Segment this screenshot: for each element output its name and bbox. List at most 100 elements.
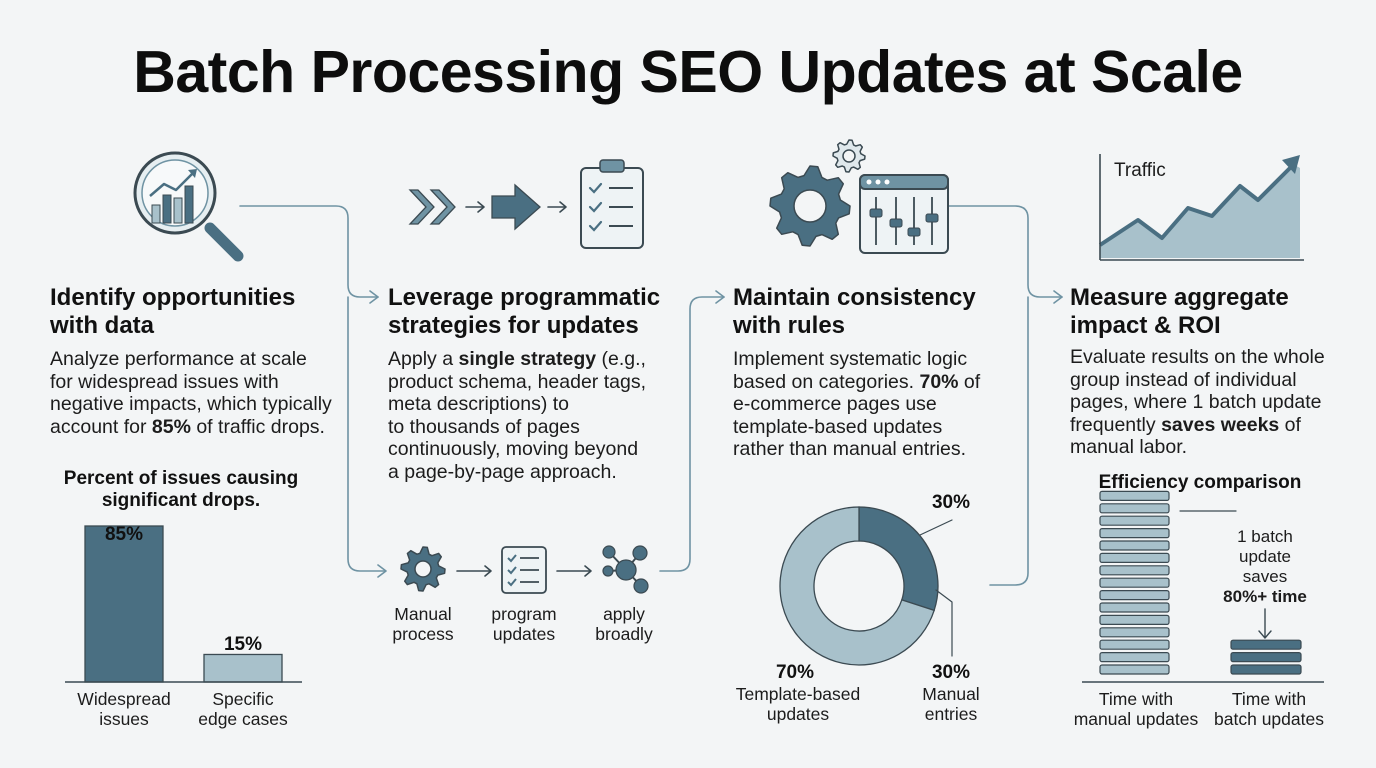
efficiency-stack-bar bbox=[1099, 565, 1170, 576]
efficiency-stack-bar bbox=[1230, 639, 1302, 650]
body-text: group instead of individual bbox=[1070, 368, 1297, 391]
efficiency-stack-bar bbox=[1099, 602, 1170, 613]
efficiency-stack-chart bbox=[1082, 490, 1324, 683]
efficiency-stack-bar bbox=[1099, 540, 1170, 551]
check-icon bbox=[588, 201, 603, 213]
step-3-heading-line-1: Maintain consistency bbox=[733, 284, 976, 311]
efficiency-annotation-line-3: saves bbox=[1242, 567, 1288, 586]
issues-chart-title: Percent of issues causing significant dr… bbox=[50, 468, 312, 512]
efficiency-stack-bar bbox=[1230, 664, 1302, 675]
mini-bar bbox=[162, 194, 172, 224]
flow-arrow-icon bbox=[456, 565, 492, 577]
body-line: for widespread issues with bbox=[50, 371, 360, 394]
mini-bar bbox=[173, 197, 183, 224]
small-gear-icon bbox=[832, 139, 866, 173]
efficiency-stack-bar bbox=[1099, 503, 1170, 514]
body-line: based on categories. 70% of bbox=[733, 371, 1033, 394]
step-3-heading: Maintain consistency with rules bbox=[733, 284, 1033, 340]
step-4-heading-line-2: impact & ROI bbox=[1070, 312, 1221, 339]
donut-manual-label-line-2: entries bbox=[924, 704, 978, 724]
body-text: product schema, header tags, bbox=[388, 370, 646, 393]
page-title: Batch Processing SEO Updates at Scale bbox=[133, 39, 1243, 105]
panel-dot bbox=[884, 179, 890, 185]
connector-arrowhead bbox=[369, 290, 379, 304]
body-text: (e.g., bbox=[596, 348, 646, 370]
template-donut-chart bbox=[779, 506, 953, 666]
efficiency-category-manual-line-2: manual updates bbox=[1073, 709, 1199, 729]
body-text: based on categories. bbox=[733, 370, 920, 393]
body-line: manual labor. bbox=[1070, 436, 1370, 459]
big-arrow-icon bbox=[491, 183, 541, 231]
donut-leader-line bbox=[935, 589, 953, 657]
body-text: a page-by-page approach. bbox=[388, 460, 617, 483]
flow-label-program-updates-line-2: updates bbox=[492, 624, 556, 644]
step-2-heading: Leverage programmatic strategies for upd… bbox=[388, 284, 688, 340]
donut-leader-line bbox=[919, 519, 953, 536]
body-line: rather than manual entries. bbox=[733, 438, 1033, 461]
body-text: continuously, moving beyond bbox=[388, 438, 639, 460]
arrows-checklist-icon bbox=[408, 159, 644, 249]
issues-chart-title-line-1: Percent of issues causing bbox=[63, 468, 299, 489]
donut-manual-label-line-1: Manual bbox=[922, 684, 980, 704]
magnifier-handle bbox=[204, 222, 244, 262]
donut-template-label: Template-based updates bbox=[718, 684, 878, 724]
gear-hole bbox=[414, 560, 432, 578]
gear-hole bbox=[793, 189, 827, 223]
body-line: a page-by-page approach. bbox=[388, 461, 688, 484]
body-text: of bbox=[1279, 413, 1301, 436]
check-icon bbox=[588, 182, 603, 194]
body-line: Evaluate results on the whole bbox=[1070, 346, 1370, 369]
body-text: Analyze performance at scale bbox=[50, 348, 307, 370]
bar-category-widespread-line-1: Widespread bbox=[77, 689, 171, 709]
efficiency-annotation-line-2: update bbox=[1239, 547, 1291, 566]
bar-category-edge-cases: Specific edge cases bbox=[173, 689, 313, 729]
efficiency-stack-bar bbox=[1099, 627, 1170, 638]
slider-knob bbox=[907, 227, 921, 237]
connector-lines bbox=[239, 205, 1063, 586]
flow-label-program-updates-line-1: program bbox=[491, 604, 557, 624]
mini-bar bbox=[184, 185, 194, 224]
body-text: Implement systematic logic bbox=[733, 348, 968, 370]
network-node bbox=[602, 565, 614, 577]
donut-template-label-line-1: Template-based bbox=[735, 684, 861, 704]
efficiency-category-manual-line-1: Time with bbox=[1098, 689, 1174, 709]
body-text: meta descriptions) to bbox=[388, 393, 569, 415]
check-icon bbox=[507, 554, 517, 563]
step-1-heading-line-1: Identify opportunities bbox=[50, 284, 296, 311]
step-3-heading-line-2: with rules bbox=[733, 312, 846, 339]
body-line: account for 85% of traffic drops. bbox=[50, 416, 360, 439]
flow-label-apply-broadly: apply broadly bbox=[574, 604, 674, 644]
step-2-heading-line-2: strategies for updates bbox=[388, 312, 639, 339]
gear-icon bbox=[400, 546, 446, 592]
bar-value-label-widespread: 85% bbox=[104, 524, 144, 545]
body-emphasis: 85% bbox=[151, 415, 191, 438]
body-line: Implement systematic logic bbox=[733, 348, 1033, 371]
body-text: frequently bbox=[1070, 413, 1162, 436]
body-line: Analyze performance at scale bbox=[50, 348, 360, 371]
step-4-heading: Measure aggregate impact & ROI bbox=[1070, 284, 1370, 340]
body-line: negative impacts, which typically bbox=[50, 393, 360, 416]
traffic-arrowhead bbox=[1282, 155, 1300, 174]
efficiency-annotation-line-1: 1 batch bbox=[1237, 527, 1293, 546]
flow-label-manual-process: Manual process bbox=[373, 604, 473, 644]
step-1-heading: Identify opportunities with data bbox=[50, 284, 350, 340]
efficiency-down-arrow bbox=[1258, 608, 1272, 639]
connector-donut-to-step4 bbox=[989, 296, 1029, 586]
body-text: Evaluate results on the whole bbox=[1070, 346, 1325, 368]
mini-trend-arrowhead bbox=[188, 169, 197, 178]
body-line: continuously, moving beyond bbox=[388, 438, 688, 461]
efficiency-stack-bar bbox=[1099, 490, 1170, 501]
large-gear-icon bbox=[769, 165, 851, 247]
step-2-heading-line-1: Leverage programmatic bbox=[388, 284, 661, 311]
body-text: template-based updates bbox=[733, 415, 943, 438]
bar-category-edge-cases-line-2: edge cases bbox=[198, 709, 288, 729]
donut-template-value-label: 70% bbox=[775, 662, 815, 683]
body-line: template-based updates bbox=[733, 416, 1033, 439]
panel-dot bbox=[875, 179, 881, 185]
mini-bar bbox=[151, 204, 161, 224]
gear-hole bbox=[842, 149, 856, 163]
flow-arrow-icon bbox=[556, 565, 592, 577]
connector-flow-to-step3 bbox=[659, 296, 725, 572]
